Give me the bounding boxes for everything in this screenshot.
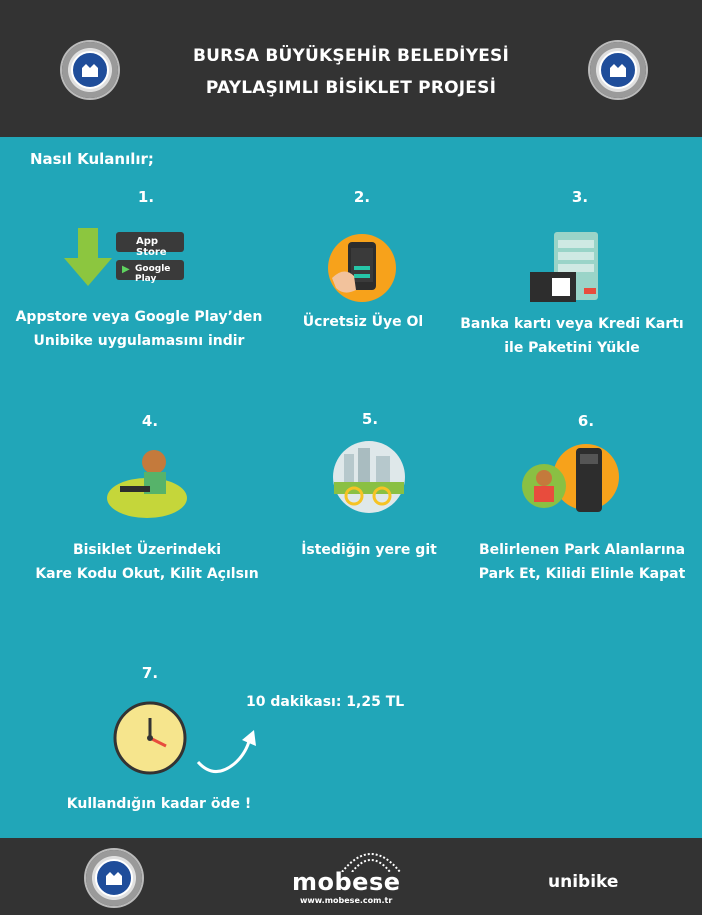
step-1-number: 1. bbox=[137, 188, 155, 206]
step-1-line-1: Appstore veya Google Play’den bbox=[15, 309, 263, 325]
step-6-line-1: Belirlenen Park Alanlarına bbox=[478, 542, 686, 558]
step-7-caption: Kullandığın kadar öde ! bbox=[44, 792, 274, 816]
mobese-url[interactable]: www.mobese.com.tr bbox=[300, 896, 393, 905]
payment-card-icon bbox=[528, 230, 602, 308]
step-4-line-1: Bisiklet Üzerindeki bbox=[72, 542, 222, 558]
bursa-seal-logo-footer bbox=[86, 850, 142, 906]
app-store-badge[interactable]: App Store bbox=[116, 232, 184, 258]
mobese-logo: mobese bbox=[292, 868, 401, 896]
step-6-caption: Belirlenen Park Alanlarına Park Et, Kili… bbox=[462, 538, 702, 586]
curved-arrow-icon bbox=[194, 728, 260, 782]
step-7-number: 7. bbox=[141, 664, 159, 682]
title-line-1: BURSA BÜYÜKŞEHİR BELEDİYESİ bbox=[193, 46, 509, 66]
google-play-badge[interactable]: ▶ Google Play bbox=[116, 260, 184, 284]
step-1-line-2: Unibike uygulamasını indir bbox=[33, 333, 245, 349]
phone-signup-icon bbox=[326, 232, 398, 308]
step-2-caption: Ücretsiz Üye Ol bbox=[288, 310, 438, 334]
bursa-seal-logo-right bbox=[590, 42, 646, 98]
price-label: 10 dakikası: 1,25 TL bbox=[246, 694, 405, 710]
step-2-line-1: Ücretsiz Üye Ol bbox=[302, 314, 424, 330]
step-5-number: 5. bbox=[361, 410, 379, 428]
step-4-line-2: Kare Kodu Okut, Kilit Açılsın bbox=[35, 566, 259, 582]
step-2-number: 2. bbox=[353, 188, 371, 206]
title-line-2: PAYLAŞIMLI BİSİKLET PROJESİ bbox=[205, 78, 497, 98]
step-6-number: 6. bbox=[577, 412, 595, 430]
download-arrow-icon bbox=[64, 228, 112, 292]
mobese-globe-icon bbox=[336, 846, 406, 876]
google-play-label: Google Play bbox=[135, 264, 171, 284]
bursa-seal-logo-left bbox=[62, 42, 118, 98]
bike-qr-scan-icon bbox=[106, 446, 188, 524]
park-lock-icon bbox=[520, 442, 624, 520]
step-1-caption: Appstore veya Google Play’den Unibike uy… bbox=[2, 305, 276, 353]
city-ride-icon bbox=[332, 440, 406, 518]
step-3-caption: Banka kartı veya Kredi Kartı ile Paketin… bbox=[452, 312, 692, 360]
clock-icon bbox=[112, 700, 188, 780]
step-6-line-2: Park Et, Kilidi Elinle Kapat bbox=[478, 566, 686, 582]
app-store-label: App Store bbox=[136, 236, 167, 258]
step-5-caption: İstediğin yere git bbox=[294, 538, 444, 562]
page-title: BURSA BÜYÜKŞEHİR BELEDİYESİ PAYLAŞIMLI B… bbox=[120, 40, 582, 104]
step-3-line-1: Banka kartı veya Kredi Kartı bbox=[460, 316, 684, 332]
step-7-line-1: Kullandığın kadar öde ! bbox=[66, 796, 252, 812]
intro-heading: Nasıl Kulanılır; bbox=[30, 150, 154, 168]
step-3-line-2: ile Paketini Yükle bbox=[504, 340, 640, 356]
step-4-number: 4. bbox=[141, 412, 159, 430]
play-icon: ▶ bbox=[122, 264, 130, 275]
unibike-logo: unibike bbox=[548, 872, 619, 892]
step-4-caption: Bisiklet Üzerindeki Kare Kodu Okut, Kili… bbox=[22, 538, 272, 586]
step-3-number: 3. bbox=[571, 188, 589, 206]
step-5-line-1: İstediğin yere git bbox=[301, 542, 437, 558]
